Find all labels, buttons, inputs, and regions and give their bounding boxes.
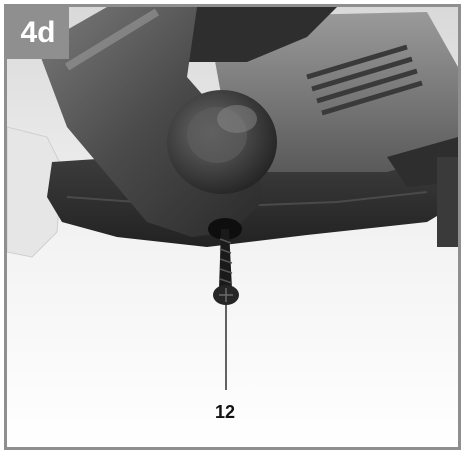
screw-shaft: [219, 229, 232, 289]
figure-frame: 4d 12: [4, 4, 461, 450]
product-photo: [7, 7, 458, 447]
vent-slots: [306, 44, 423, 116]
callout-label: 12: [215, 402, 236, 422]
step-badge: 4d: [7, 7, 69, 59]
blade-edge: [7, 126, 63, 258]
